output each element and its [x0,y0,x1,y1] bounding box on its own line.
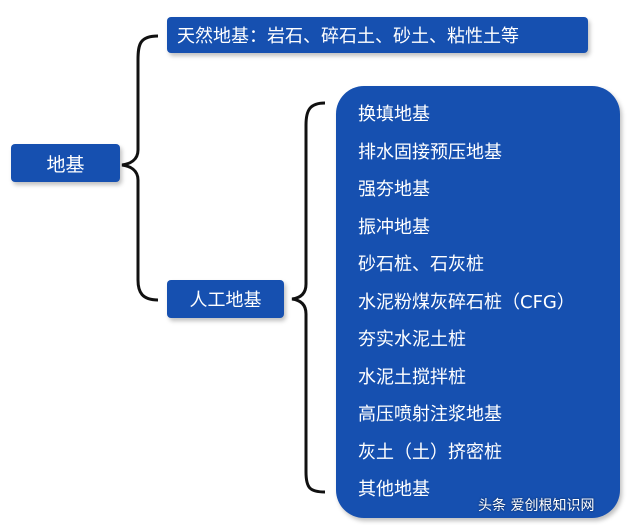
method-item: 排水固接预压地基 [358,141,502,163]
natural-foundation-label: 天然地基：岩石、碎石土、砂土、粘性土等 [177,26,519,47]
method-item: 强夯地基 [358,179,430,200]
method-item: 其他地基 [358,479,430,500]
method-item: 高压喷射注浆地基 [358,404,502,425]
method-item: 水泥粉煤灰碎石桩（CFG） [358,291,575,313]
method-item: 振冲地基 [358,216,430,238]
root-bracket [121,34,159,302]
watermark: 头条 爱创根知识网 [478,498,595,514]
artificial-foundation-label: 人工地基 [189,290,262,311]
methods-list: 换填地基 排水固接预压地基 强夯地基 振冲地基 砂石桩、石灰桩 水泥粉煤灰碎石桩… [336,86,620,518]
method-item: 灰土（土）挤密桩 [358,441,502,463]
root-node: 地基 [11,144,120,182]
artificial-bracket [291,101,326,494]
method-item: 夯实水泥土桩 [358,329,466,350]
root-label: 地基 [46,153,85,176]
method-item: 砂石桩、石灰桩 [358,254,484,275]
method-item: 换填地基 [358,104,430,125]
method-item: 水泥土搅拌桩 [358,366,466,388]
artificial-foundation-node: 人工地基 [167,280,284,318]
natural-foundation-node: 天然地基：岩石、碎石土、砂土、粘性土等 [167,17,588,53]
